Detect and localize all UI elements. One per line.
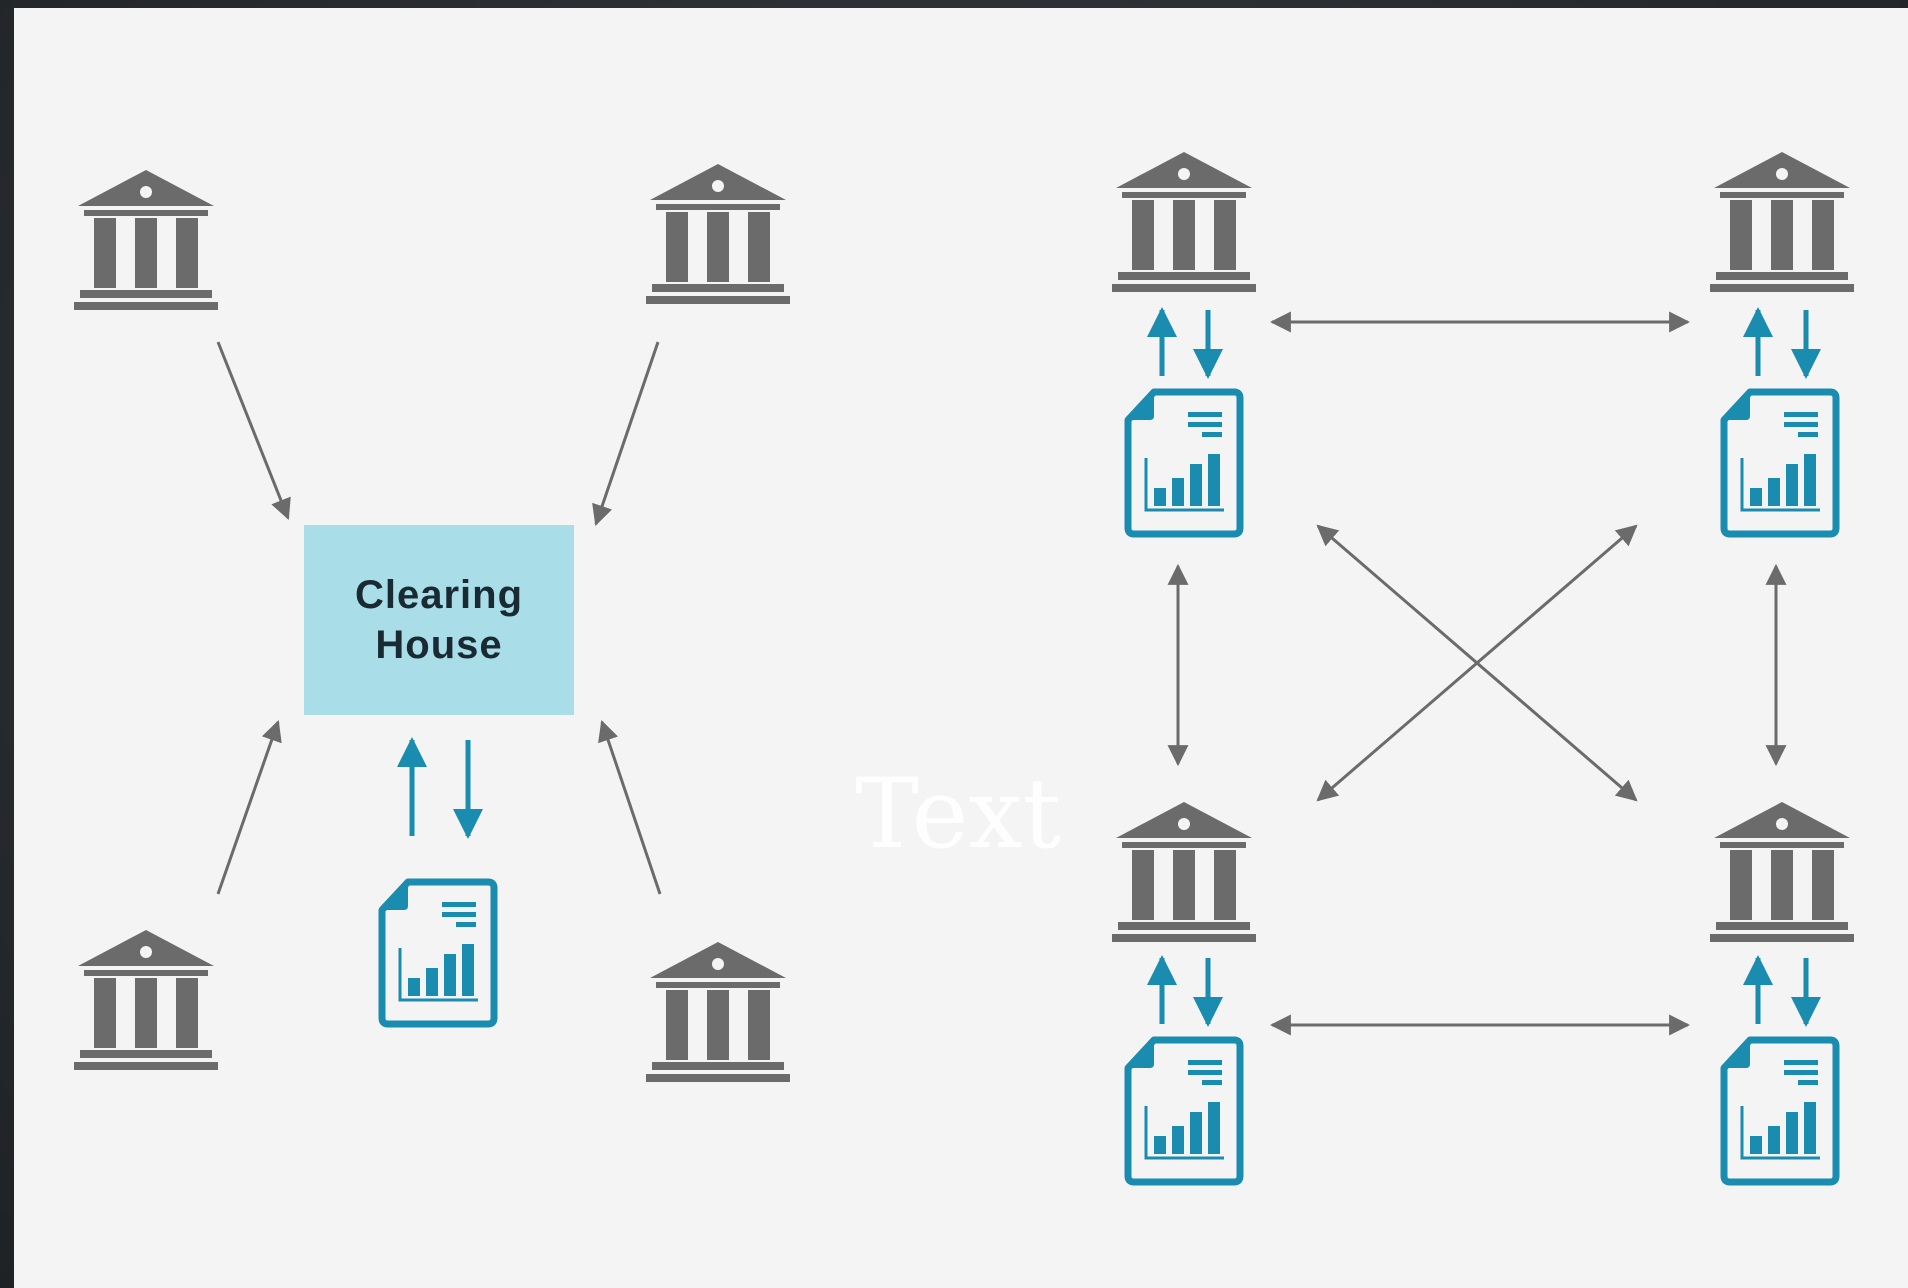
arrow-to-clearing-house — [216, 720, 282, 895]
ledger-document-icon — [382, 882, 494, 1024]
bank-icon — [1710, 802, 1854, 942]
arrow-to-clearing-house — [592, 341, 660, 526]
arrow-to-clearing-house — [216, 341, 291, 520]
bank-icon — [646, 942, 790, 1082]
ledger-document-icon — [1724, 1040, 1836, 1182]
ledger-document-icon — [1724, 392, 1836, 534]
arrow-to-clearing-house — [598, 720, 662, 895]
ledger-document-icon — [1128, 392, 1240, 534]
overlay-text: Text — [855, 758, 1062, 870]
clearing-house-label-line2: House — [375, 623, 503, 667]
bank-icon — [74, 170, 218, 310]
bank-icon — [74, 930, 218, 1070]
bank-icon — [1710, 152, 1854, 292]
ledger-document-icon — [1128, 1040, 1240, 1182]
clearing-house-box: Clearing House — [304, 525, 574, 715]
clearing-house-label-line1: Clearing — [354, 573, 524, 617]
bank-icon — [646, 164, 790, 304]
bank-icon — [1112, 802, 1256, 942]
double-arrow — [1316, 524, 1638, 802]
bank-icon — [1112, 152, 1256, 292]
